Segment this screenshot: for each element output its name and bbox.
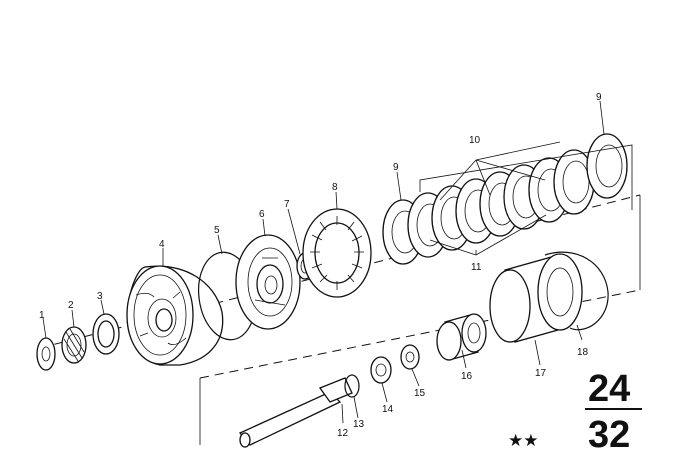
leader-lines — [42, 100, 605, 424]
label-14: 14 — [382, 404, 394, 415]
label-11: 11 — [471, 262, 482, 273]
label-10: 10 — [469, 135, 481, 146]
part-10-bracket — [419, 141, 633, 210]
label-7: 7 — [284, 199, 290, 210]
label-8: 8 — [332, 182, 338, 193]
label-5: 5 — [214, 225, 220, 236]
label-9-right: 9 — [596, 92, 602, 103]
label-3: 3 — [97, 291, 103, 302]
label-12: 12 — [337, 428, 349, 439]
part-17-drum — [489, 253, 583, 343]
label-1: 1 — [39, 310, 45, 321]
label-15: 15 — [414, 388, 426, 399]
part-13-snap-ring — [344, 374, 360, 398]
part-15-washer — [400, 344, 420, 370]
label-13: 13 — [353, 419, 365, 430]
axis-lines — [39, 194, 641, 445]
group-code-bottom: 32 — [588, 414, 630, 456]
part-12-input-shaft — [238, 377, 353, 448]
label-6: 6 — [259, 209, 265, 220]
part-1-washer — [36, 337, 56, 371]
clutch-plate-stack — [382, 133, 628, 265]
part-8-spring-plate — [302, 208, 372, 298]
part-11-bracket — [429, 214, 547, 256]
label-2: 2 — [68, 300, 74, 311]
part-3-ring — [92, 313, 120, 355]
part-14-nut — [370, 356, 392, 384]
part-16-hub — [436, 313, 487, 361]
label-18: 18 — [577, 347, 589, 358]
label-16: 16 — [461, 371, 473, 382]
label-9-left: 9 — [393, 162, 399, 173]
part-2-needle-bearing — [61, 326, 87, 364]
part-18-circlip — [544, 251, 609, 331]
label-4: 4 — [159, 239, 165, 250]
part-4-torque-converter — [126, 265, 224, 366]
group-code-top: 24 — [588, 368, 630, 410]
group-code: 24 32 — [585, 368, 642, 456]
label-17: 17 — [535, 368, 547, 379]
rating-stars: ★★ — [508, 431, 538, 451]
part-number-labels: 1 2 3 4 5 6 7 8 9 9 10 11 12 13 14 15 16… — [39, 92, 602, 439]
part-6-pump-housing — [235, 234, 301, 330]
